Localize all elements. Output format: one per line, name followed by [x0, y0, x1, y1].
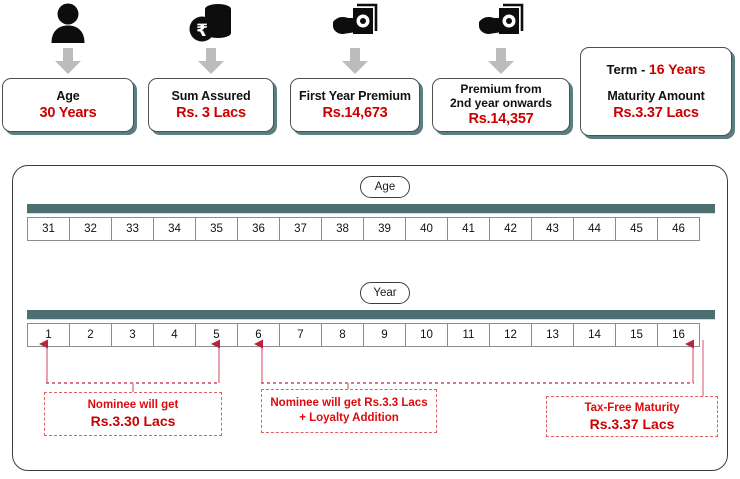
person-icon — [2, 0, 134, 46]
note-box-2: Nominee will get Rs.3.3 Lacs + Loyalty A… — [261, 389, 437, 433]
year-cell-2: 2 — [69, 323, 112, 347]
age-cell-36: 36 — [237, 217, 280, 241]
year-track-bar — [27, 310, 715, 320]
summary-col-term-maturity: Term - 16 Years Maturity Amount Rs.3.37 … — [580, 47, 732, 136]
card-first-year-premium: First Year Premium Rs.14,673 — [290, 78, 420, 132]
card-first-year-premium-label: First Year Premium — [299, 88, 411, 103]
down-arrow-icon — [488, 48, 514, 76]
age-cell-46: 46 — [657, 217, 700, 241]
note-box-3: Tax-Free Maturity Rs.3.37 Lacs — [546, 396, 718, 437]
year-cell-12: 12 — [489, 323, 532, 347]
summary-row: Age 30 Years — [0, 0, 740, 152]
maturity-label: Maturity Amount — [607, 89, 705, 103]
term-row: Term - 16 Years — [606, 61, 705, 78]
age-cell-34: 34 — [153, 217, 196, 241]
card-age-label: Age — [56, 88, 80, 103]
age-cell-42: 42 — [489, 217, 532, 241]
year-cell-15: 15 — [615, 323, 658, 347]
year-cell-9: 9 — [363, 323, 406, 347]
year-cell-3: 3 — [111, 323, 154, 347]
cash-in-hand-icon — [432, 0, 570, 46]
age-cell-33: 33 — [111, 217, 154, 241]
note-3-line1: Tax-Free Maturity — [584, 401, 680, 414]
year-cell-8: 8 — [321, 323, 364, 347]
card-renewal-premium-value: Rs.14,357 — [468, 111, 534, 127]
note-1-line2: Rs.3.30 Lacs — [90, 413, 176, 429]
year-cell-16: 16 — [657, 323, 700, 347]
note-box-1: Nominee will get Rs.3.30 Lacs — [44, 392, 222, 436]
card-term-maturity: Term - 16 Years Maturity Amount Rs.3.37 … — [580, 47, 732, 136]
year-cell-4: 4 — [153, 323, 196, 347]
summary-col-sum-assured: ₹ Sum Assured Rs. 3 Lacs — [148, 0, 274, 132]
age-cell-44: 44 — [573, 217, 616, 241]
card-renewal-premium-label2: 2nd year onwards — [449, 96, 553, 110]
age-cell-32: 32 — [69, 217, 112, 241]
maturity-value: Rs.3.37 Lacs — [613, 105, 699, 121]
card-renewal-premium-label: Premium from — [460, 82, 542, 96]
term-separator: - — [640, 62, 646, 77]
age-cell-40: 40 — [405, 217, 448, 241]
down-arrow-icon — [342, 48, 368, 76]
card-sum-assured: Sum Assured Rs. 3 Lacs — [148, 78, 274, 132]
card-age: Age 30 Years — [2, 78, 134, 132]
card-sum-assured-value: Rs. 3 Lacs — [176, 104, 246, 121]
year-cell-5: 5 — [195, 323, 238, 347]
age-pill-label: Age — [360, 176, 410, 198]
card-age-value: 30 Years — [39, 104, 97, 121]
age-cell-39: 39 — [363, 217, 406, 241]
card-sum-assured-label: Sum Assured — [171, 88, 251, 103]
year-cell-11: 11 — [447, 323, 490, 347]
year-pill-label: Year — [360, 282, 410, 304]
down-arrow-icon — [198, 48, 224, 76]
down-arrow-icon — [55, 48, 81, 76]
age-cell-41: 41 — [447, 217, 490, 241]
summary-col-first-year-premium: First Year Premium Rs.14,673 — [290, 0, 420, 132]
year-cell-7: 7 — [279, 323, 322, 347]
card-renewal-premium: Premium from 2nd year onwards Rs.14,357 — [432, 78, 570, 132]
coin-stack-rupee-icon: ₹ — [148, 0, 274, 46]
card-first-year-premium-value: Rs.14,673 — [322, 104, 388, 121]
term-label: Term — [606, 62, 638, 77]
summary-col-age: Age 30 Years — [2, 0, 134, 132]
age-cell-35: 35 — [195, 217, 238, 241]
svg-text:₹: ₹ — [196, 21, 208, 41]
year-cell-10: 10 — [405, 323, 448, 347]
summary-col-renewal-premium: Premium from 2nd year onwards Rs.14,357 — [432, 0, 570, 132]
year-cell-1: 1 — [27, 323, 70, 347]
note-1-line1: Nominee will get — [87, 399, 179, 411]
term-value: 16 Years — [648, 61, 706, 77]
age-track-bar — [27, 204, 715, 214]
age-cell-38: 38 — [321, 217, 364, 241]
note-2-line1: Nominee will get Rs.3.3 Lacs — [270, 397, 428, 409]
year-cell-6: 6 — [237, 323, 280, 347]
note-2-line2: + Loyalty Addition — [299, 412, 399, 424]
age-cell-31: 31 — [27, 217, 70, 241]
age-cell-37: 37 — [279, 217, 322, 241]
age-cell-45: 45 — [615, 217, 658, 241]
year-cell-13: 13 — [531, 323, 574, 347]
year-cell-14: 14 — [573, 323, 616, 347]
cash-in-hand-icon — [290, 0, 420, 46]
note-3-line2: Rs.3.37 Lacs — [589, 415, 675, 432]
age-cell-43: 43 — [531, 217, 574, 241]
